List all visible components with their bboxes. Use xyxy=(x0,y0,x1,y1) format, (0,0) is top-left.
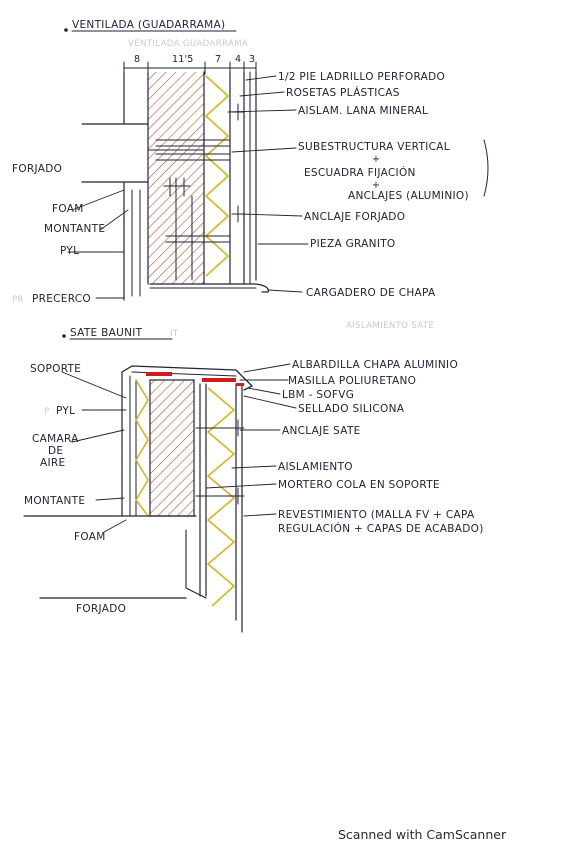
bullet-icon xyxy=(62,334,66,338)
sate-ghost-text: AISLAMIENTO SATE xyxy=(346,321,434,331)
label-precerco-prefix: PR xyxy=(12,295,24,305)
sate-title: SATE BAUNIT xyxy=(70,327,143,339)
label-anclaje-forjado: ANCLAJE FORJADO xyxy=(304,211,405,223)
sate-leaders xyxy=(61,363,297,533)
label-anclaje-sate: ANCLAJE SATE xyxy=(282,425,361,437)
scanner-watermark: Scanned with CamScanner xyxy=(338,827,507,842)
cargadero-shape xyxy=(149,283,269,293)
dim-3: 3 xyxy=(249,54,255,65)
sate-title-suffix: IT xyxy=(170,329,179,339)
label-pyl: PYL xyxy=(60,245,79,257)
sate-insulation-inner xyxy=(135,379,149,517)
ventilada-wall xyxy=(81,71,269,301)
albardilla-shape xyxy=(121,365,253,391)
label-montante: MONTANTE xyxy=(44,223,105,235)
label-foam: FOAM xyxy=(52,203,84,215)
label-precerco: PRECERCO xyxy=(32,293,91,305)
ventilada-section: VENTILADA (GUADARRAMA) VENTILADA GUADARR… xyxy=(12,19,489,305)
label-revestimiento-1: REVESTIMIENTO (MALLA FV + CAPA xyxy=(278,509,475,521)
label-camara-2: DE xyxy=(48,445,63,457)
label-sate-montante: MONTANTE xyxy=(24,495,85,507)
ventilada-leaders xyxy=(67,75,489,299)
dimension-line: 8 11'5 7 4 3 xyxy=(123,54,257,75)
sate-section: SATE BAUNIT IT AISLAMIENTO SATE xyxy=(23,321,484,633)
label-plus-2: + xyxy=(372,180,380,191)
label-lbm: LBM - SOFVG xyxy=(282,389,354,401)
label-pieza: PIEZA GRANITO xyxy=(310,238,396,250)
label-masilla: MASILLA POLIURETANO xyxy=(288,375,416,387)
label-forjado: FORJADO xyxy=(12,163,62,175)
label-sate-forjado: FORJADO xyxy=(76,603,126,615)
brick-upper xyxy=(148,72,204,184)
label-anclajes: ANCLAJES (ALUMINIO) xyxy=(348,190,469,202)
label-sate-pyl: PYL xyxy=(56,405,75,417)
label-subestructura: SUBESTRUCTURA VERTICAL xyxy=(298,141,450,153)
label-revestimiento-2: REGULACIÓN + CAPAS DE ACABADO) xyxy=(278,522,484,535)
dim-11-5: 11'5 xyxy=(172,54,194,65)
ventilada-ghost-text: VENTILADA GUADARRAMA xyxy=(128,39,248,49)
label-aislamiento: AISLAMIENTO xyxy=(278,461,353,473)
bullet-icon xyxy=(64,28,68,32)
label-ladrillo: 1/2 PIE LADRILLO PERFORADO xyxy=(278,71,445,83)
label-mortero: MORTERO COLA EN SOPORTE xyxy=(278,479,440,491)
label-pyl-prefix: P xyxy=(44,407,50,417)
label-cargadero: CARGADERO DE CHAPA xyxy=(306,287,436,299)
label-plus-1: + xyxy=(372,154,380,165)
label-aislam: AISLAM. LANA MINERAL xyxy=(298,105,428,117)
insulation-zigzag xyxy=(205,75,229,277)
sate-insulation-outer xyxy=(207,387,235,607)
sate-wall xyxy=(23,365,253,633)
label-sate-foam: FOAM xyxy=(74,531,106,543)
label-camara-1: CAMARA xyxy=(32,433,79,445)
label-rosetas: ROSETAS PLÁSTICAS xyxy=(286,86,400,99)
sate-brick xyxy=(150,380,194,516)
sealant-2 xyxy=(202,378,236,382)
label-escuadra: ESCUADRA FIJACIÓN xyxy=(304,166,416,179)
ventilada-title: VENTILADA (GUADARRAMA) xyxy=(72,19,225,31)
sealant-3 xyxy=(236,383,244,386)
label-camara-3: AIRE xyxy=(40,457,65,469)
sealant-1 xyxy=(146,372,172,376)
dim-8: 8 xyxy=(134,54,140,65)
label-sellado: SELLADO SILICONA xyxy=(298,403,405,415)
bracket-mark xyxy=(483,139,489,197)
label-soporte: SOPORTE xyxy=(30,363,81,375)
dim-4: 4 xyxy=(235,54,241,65)
dim-7: 7 xyxy=(215,54,221,65)
label-albardilla: ALBARDILLA CHAPA ALUMINIO xyxy=(292,359,458,371)
